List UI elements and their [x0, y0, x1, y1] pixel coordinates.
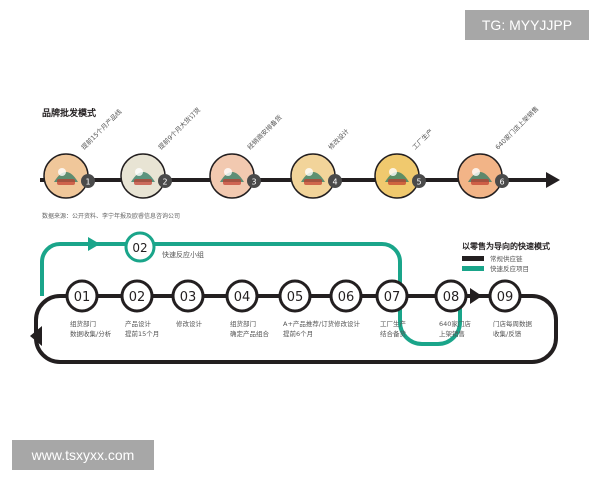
watermark-top: TG: MYYJJPP [465, 10, 589, 40]
bottom-node-circle [65, 279, 99, 313]
regular-loop-arrowhead-right [470, 288, 482, 304]
bottom-node-label: 上架销售 [439, 329, 465, 338]
bottom-node-number: 03 [180, 290, 197, 305]
bottom-node-label: 组货部门 [70, 319, 96, 328]
top-step-label: 经销商安排备货 [245, 113, 284, 152]
top-step: 6 640家门店上架销售 [457, 104, 540, 199]
top-step-badge [412, 174, 426, 188]
fast-loop [40, 242, 462, 346]
bottom-node-label: 数据收集/分析 [70, 329, 112, 338]
bottom-node-circle [488, 279, 522, 313]
top-step-number: 6 [499, 178, 504, 187]
bottom-node-label: 640家门店 [439, 319, 471, 328]
bottom-node-number: 08 [443, 290, 460, 305]
top-step-badge [81, 174, 95, 188]
bottom-node-number: 06 [338, 290, 355, 305]
top-steps: 1提前15个月产品线2提前9个月大货订货3经销商安排备货4修改设计5工厂生产66… [43, 104, 540, 199]
factory-icon [385, 168, 409, 185]
bottom-node-label: 产品设计 [125, 319, 152, 328]
bottom-node-label: 收集/反馈 [493, 329, 522, 338]
watermark-bottom: www.tsxyxx.com [12, 440, 154, 470]
top-timeline-arrowhead [546, 172, 560, 188]
bottom-node-label: 组货部门 [230, 319, 256, 328]
top-step-badge [247, 174, 261, 188]
bottom-node-label: 确定产品组合 [230, 329, 270, 338]
bottom-node-label: 结合备货 [380, 329, 407, 338]
top-step-number: 1 [85, 178, 90, 187]
top-step-number: 4 [332, 178, 337, 187]
fast-node-label: 快速反应小组 [162, 250, 204, 259]
top-step-label: 修改设计 [326, 126, 351, 151]
bottom-node-label: 修改设计 [176, 319, 203, 328]
top-step: 2 提前9个月大货订货 [120, 105, 202, 199]
bottom-node-label: 工厂生产 [380, 319, 407, 328]
fast-loop-arrowhead [88, 237, 100, 251]
bottom-node-label: 提前6个月 [283, 329, 313, 338]
fast-node-circle [124, 231, 156, 263]
top-step-badge [328, 174, 342, 188]
top-step-number: 5 [416, 178, 421, 187]
bottom-title: 以零售为导向的快速模式 [462, 241, 550, 251]
top-step-label: 640家门店上架销售 [493, 104, 540, 151]
bottom-node-number: 02 [129, 290, 146, 305]
top-step: 5 工厂生产 [374, 126, 435, 199]
shoe-sketch-icon [54, 168, 78, 185]
bottom-node-number: 04 [234, 290, 251, 305]
bottom-nodes: 01组货部门数据收集/分析02产品设计提前15个月03修改设计04组货部门确定产… [65, 279, 533, 338]
bottom-node-label: A+产品推荐/订货 [283, 319, 335, 328]
top-step-badge [495, 174, 509, 188]
top-source: 数据来源：公开资料、李宁年报及欧睿信息咨询公司 [42, 212, 180, 220]
top-step: 4 修改设计 [290, 126, 351, 199]
regular-loop-arrowhead-left [30, 326, 42, 346]
bottom-node-label: 修改设计 [334, 319, 361, 328]
bottom-node: 06 修改设计 [329, 279, 363, 328]
top-step-badge [158, 174, 172, 188]
merchant-icon [220, 168, 244, 185]
bottom-node-circle [375, 279, 409, 313]
top-step: 3 经销商安排备货 [209, 113, 284, 199]
bottom-node-label: 门店每周数据 [493, 319, 533, 328]
bottom-node-circle [434, 279, 468, 313]
legend-label-fast: 快速反应项目 [490, 264, 529, 273]
bottom-node-label: 提前15个月 [125, 329, 159, 338]
store-icon [468, 168, 492, 185]
bottom-node-circle [171, 279, 205, 313]
bottom-node-number: 07 [384, 290, 401, 305]
bottom-node-number: 09 [497, 290, 514, 305]
top-step-number: 2 [162, 178, 167, 187]
bottom-node: 08 640家门店上架销售 [434, 279, 471, 338]
fast-node-number: 02 [132, 241, 147, 255]
legend-swatch-fast [462, 266, 484, 271]
legend-swatch-regular [462, 256, 484, 261]
design-edit-icon [301, 168, 325, 185]
legend-label-regular: 常规供应链 [490, 254, 523, 263]
top-step-label: 工厂生产 [410, 126, 435, 151]
top-step-label: 提前9个月大货订货 [156, 105, 202, 151]
bottom-node-circle [278, 279, 312, 313]
regular-loop [34, 294, 558, 364]
bottom-node-number: 05 [287, 290, 304, 305]
bottom-node-number: 01 [74, 290, 91, 305]
top-title: 品牌批发模式 [42, 107, 96, 119]
bottom-node-circle [329, 279, 363, 313]
crowd-gavel-icon [131, 168, 155, 185]
bottom-node-circle [120, 279, 154, 313]
bottom-node: 03 修改设计 [171, 279, 205, 328]
top-step-number: 3 [251, 178, 256, 187]
bottom-node-circle [225, 279, 259, 313]
